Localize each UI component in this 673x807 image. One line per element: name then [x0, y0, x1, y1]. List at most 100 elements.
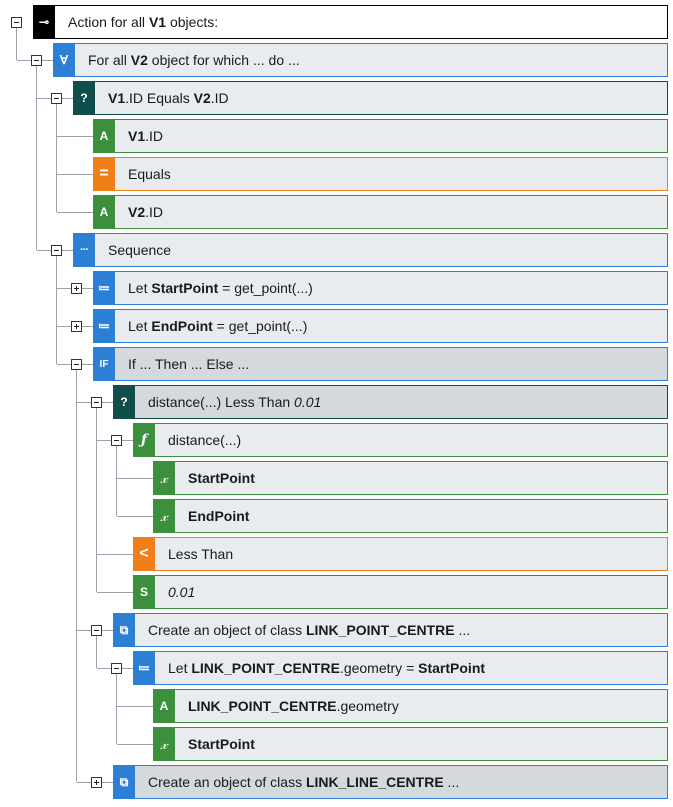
collapse-toggle[interactable]: [31, 54, 42, 66]
label-segment: V2: [128, 204, 146, 220]
label-segment: Create an object of class: [148, 774, 306, 790]
collapse-toggle[interactable]: [51, 92, 62, 104]
node-label: Less Than: [168, 538, 233, 570]
label-segment: Equals: [128, 166, 171, 182]
expand-toggle[interactable]: [91, 776, 102, 788]
expand-toggle[interactable]: [71, 320, 82, 332]
label-segment: distance(...): [168, 432, 242, 448]
tree-node[interactable]: ≔Let StartPoint = get_point(...): [93, 271, 668, 305]
collapse-toggle[interactable]: [91, 396, 102, 408]
label-segment: .ID Equals: [125, 90, 194, 106]
less-than-operator-icon-glyph: <: [139, 545, 149, 562]
label-segment: Let: [128, 318, 152, 334]
tree-connector-horizontal: [56, 211, 93, 213]
label-segment: StartPoint: [151, 280, 219, 296]
tree-node[interactable]: ∀For all V2 object for which ... do ...: [53, 43, 668, 77]
collapse-toggle[interactable]: [51, 244, 62, 256]
label-segment: LINK_POINT_CENTRE: [188, 698, 337, 714]
label-segment: .ID: [210, 90, 229, 106]
collapse-toggle[interactable]: [91, 624, 102, 636]
label-segment: Sequence: [108, 242, 172, 258]
tree-node[interactable]: 𝓍 StartPoint: [153, 727, 668, 761]
node-label: Action for all V1 objects:: [68, 6, 218, 38]
tree-connector-vertical: [116, 674, 117, 744]
label-segment: objects:: [166, 14, 219, 30]
sequence-icon-glyph: ···: [80, 244, 89, 256]
tree-connector-horizontal: [96, 591, 133, 593]
tree-node[interactable]: ?distance(...) Less Than 0.01: [113, 385, 668, 419]
tree-connector-horizontal: [116, 515, 153, 517]
label-segment: StartPoint: [188, 736, 255, 752]
variable-icon-glyph: 𝓍: [160, 735, 168, 753]
create-object-icon: ⧉: [113, 765, 135, 799]
variable-icon: 𝓍: [153, 461, 175, 495]
collapse-toggle[interactable]: [111, 434, 122, 446]
tree-connector-horizontal: [96, 553, 133, 555]
create-object-icon: ⧉: [113, 613, 135, 647]
expand-toggle[interactable]: [71, 282, 82, 294]
condition-icon-glyph: ?: [80, 91, 88, 105]
label-segment: .ID: [145, 128, 164, 144]
condition-icon: ?: [113, 385, 135, 419]
equals-operator-icon-glyph: =: [99, 165, 109, 182]
tree-node[interactable]: ?V1.ID Equals V2.ID: [73, 81, 668, 115]
label-segment: = get_point(...): [212, 318, 308, 334]
label-segment: Action for all: [68, 14, 149, 30]
forall-icon-glyph: ∀: [59, 53, 69, 67]
equals-operator-icon: =: [93, 157, 115, 191]
label-segment: LINK_POINT_CENTRE: [191, 660, 340, 676]
attribute-icon-glyph: A: [99, 129, 109, 143]
label-segment: Create an object of class: [148, 622, 306, 638]
function-icon-glyph: ƒ: [140, 432, 148, 448]
collapse-toggle[interactable]: [71, 358, 82, 370]
node-label: Sequence: [108, 234, 171, 266]
condition-icon: ?: [73, 81, 95, 115]
collapse-toggle[interactable]: [111, 662, 122, 674]
label-segment: V1: [108, 90, 126, 106]
if-icon: IF: [93, 347, 115, 381]
forall-icon: ∀: [53, 43, 75, 77]
tree-node[interactable]: = Equals: [93, 157, 668, 191]
variable-icon-glyph: 𝓍: [160, 507, 168, 525]
label-segment: LINK_POINT_CENTRE: [305, 622, 455, 638]
tree-connector-vertical: [16, 28, 17, 60]
tree-node[interactable]: ⊸Action for all V1 objects:: [33, 5, 668, 39]
node-label: 0.01: [168, 576, 195, 608]
tree-node[interactable]: ⧉ Create an object of class LINK_POINT_CE…: [113, 613, 668, 647]
less-than-operator-icon: <: [133, 537, 155, 571]
node-label: Equals: [128, 158, 171, 190]
tree-node[interactable]: ≔Let EndPoint = get_point(...): [93, 309, 668, 343]
tree-connector-horizontal: [116, 743, 153, 745]
tree-connector-vertical: [96, 636, 97, 668]
let-icon: ≔: [93, 271, 115, 305]
label-segment: StartPoint: [418, 660, 486, 676]
label-segment: ...: [454, 622, 471, 638]
attribute-icon: A: [93, 195, 115, 229]
node-label: Create an object of class LINK_LINE_CENT…: [148, 766, 459, 798]
sequence-icon: ···: [73, 233, 95, 267]
tree-connector-horizontal: [56, 135, 93, 137]
function-icon: ƒ: [133, 423, 155, 457]
node-label: StartPoint: [188, 728, 255, 760]
tree-node[interactable]: ≔Let LINK_POINT_CENTRE.geometry = StartP…: [133, 651, 668, 685]
attribute-icon-glyph: A: [99, 205, 109, 219]
tree-connector-vertical: [76, 370, 77, 782]
label-segment: 0.01: [168, 584, 196, 600]
tree-connector-horizontal: [56, 173, 93, 175]
label-segment: Less Than: [168, 546, 234, 562]
collapse-toggle[interactable]: [11, 16, 22, 28]
let-icon-glyph: ≔: [98, 319, 110, 333]
tree-node[interactable]: < Less Than: [133, 537, 668, 571]
tree-node[interactable]: ··· Sequence: [73, 233, 668, 267]
tree-node[interactable]: ƒ distance(...): [133, 423, 668, 457]
tree-node[interactable]: ⧉ Create an object of class LINK_LINE_CEN…: [113, 765, 668, 799]
let-icon-glyph: ≔: [98, 281, 110, 295]
